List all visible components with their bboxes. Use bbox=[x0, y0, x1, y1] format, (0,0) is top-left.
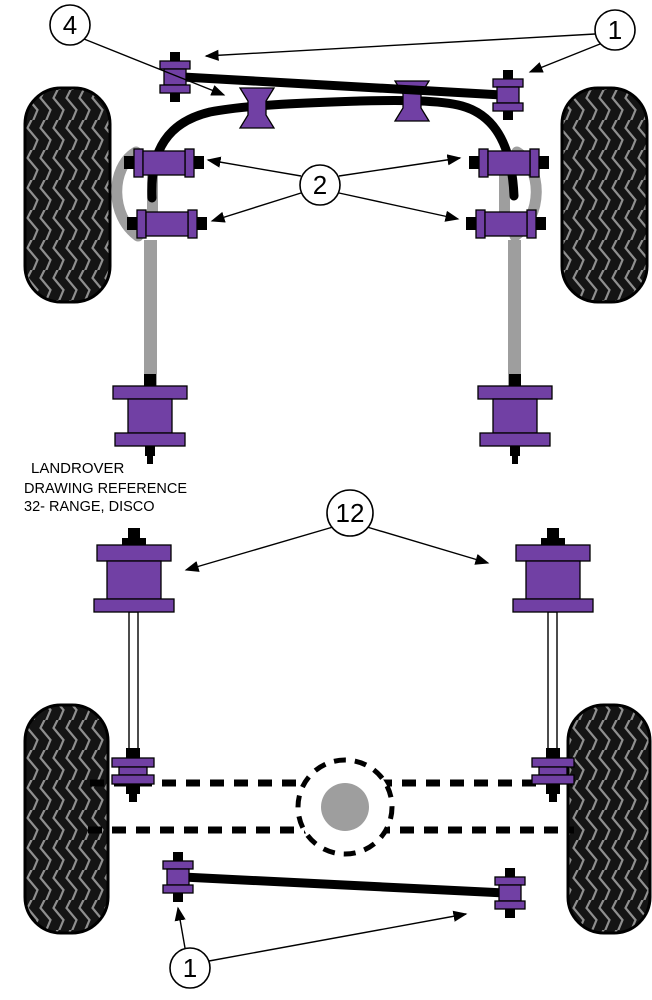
arm-bush-upper-left bbox=[124, 148, 204, 178]
bush-washer bbox=[492, 102, 524, 112]
front-suspension-view: 4 1 2 LANDROVER DRAWING REFERENCE 32- RA… bbox=[23, 4, 649, 515]
bolt-end bbox=[503, 111, 513, 120]
callout-2-label: 2 bbox=[313, 170, 327, 200]
tire-tread bbox=[566, 703, 652, 935]
leader-callout-12-left bbox=[184, 526, 334, 572]
leader-callout-2-lr bbox=[338, 192, 460, 222]
front-shock-mount-right bbox=[477, 374, 553, 464]
bush-body bbox=[163, 68, 187, 86]
drawing-number-text: 32- RANGE, DISCO bbox=[24, 499, 155, 515]
front-anti-roll-bar bbox=[147, 96, 519, 203]
rear-left-tire bbox=[23, 703, 110, 935]
tire-tread bbox=[23, 86, 112, 304]
rear-link-rod-left bbox=[128, 611, 139, 753]
leader-callout-1b-right bbox=[208, 910, 468, 962]
rear-axle-bush-right bbox=[531, 748, 575, 802]
callout-4-label: 4 bbox=[63, 10, 77, 40]
drawing-reference-text: DRAWING REFERENCE bbox=[24, 481, 187, 497]
callout-1-bottom-label: 1 bbox=[183, 953, 197, 983]
front-left-strut bbox=[144, 240, 157, 388]
callout-1-top: 1 bbox=[594, 9, 636, 51]
leader-callout-2-ur bbox=[338, 154, 462, 177]
bolt-end bbox=[170, 93, 180, 102]
rear-suspension-view: 12 1 bbox=[23, 489, 652, 989]
leader-callout-1b-left bbox=[174, 906, 186, 949]
leader-callout-2-ll bbox=[210, 192, 302, 223]
callout-1-top-label: 1 bbox=[608, 15, 622, 45]
callout-2: 2 bbox=[299, 164, 341, 206]
brand-text: LANDROVER bbox=[31, 460, 125, 477]
tire-tread bbox=[23, 703, 110, 935]
rear-spring-seat-left bbox=[93, 528, 175, 613]
front-link-bush-right bbox=[492, 70, 524, 120]
arm-bush-lower-right bbox=[466, 209, 546, 239]
leader-callout-1-left bbox=[204, 33, 596, 61]
rear-spring-seat-right bbox=[512, 528, 594, 613]
leader-callout-2-ul bbox=[206, 156, 302, 177]
front-shock-mount-left bbox=[112, 374, 188, 464]
rear-link-bush-right bbox=[494, 868, 526, 918]
bush-washer bbox=[159, 84, 191, 94]
front-track-bar bbox=[182, 72, 503, 100]
front-link-bush-left bbox=[159, 52, 191, 102]
arm-bush-lower-left bbox=[127, 209, 207, 239]
front-right-knuckle bbox=[499, 166, 510, 218]
callout-12: 12 bbox=[326, 489, 374, 537]
differential-center bbox=[321, 783, 369, 831]
bush-washer bbox=[492, 78, 524, 88]
rear-link-bush-left bbox=[162, 852, 194, 902]
bolt-nut bbox=[170, 52, 180, 61]
leader-callout-12-right bbox=[366, 526, 490, 565]
rear-axle-bush-left bbox=[111, 748, 155, 802]
bush-body bbox=[496, 86, 520, 104]
tire-tread bbox=[560, 86, 649, 304]
callout-12-label: 12 bbox=[336, 498, 365, 528]
callout-1-bottom: 1 bbox=[169, 947, 211, 989]
leader-callout-1-right bbox=[528, 43, 601, 73]
bush-washer bbox=[159, 60, 191, 70]
anti-roll-bar-bush-left bbox=[238, 87, 276, 129]
front-right-strut bbox=[508, 240, 521, 388]
front-right-tire bbox=[560, 86, 649, 304]
leader-callout-4 bbox=[83, 38, 226, 96]
callout-4: 4 bbox=[49, 4, 91, 46]
rear-link-rod-right bbox=[547, 611, 558, 753]
rear-track-bar bbox=[182, 872, 506, 898]
bolt-nut bbox=[503, 70, 513, 79]
rear-right-tire bbox=[566, 703, 652, 935]
arm-bush-upper-right bbox=[469, 148, 549, 178]
front-left-tire bbox=[23, 86, 112, 304]
